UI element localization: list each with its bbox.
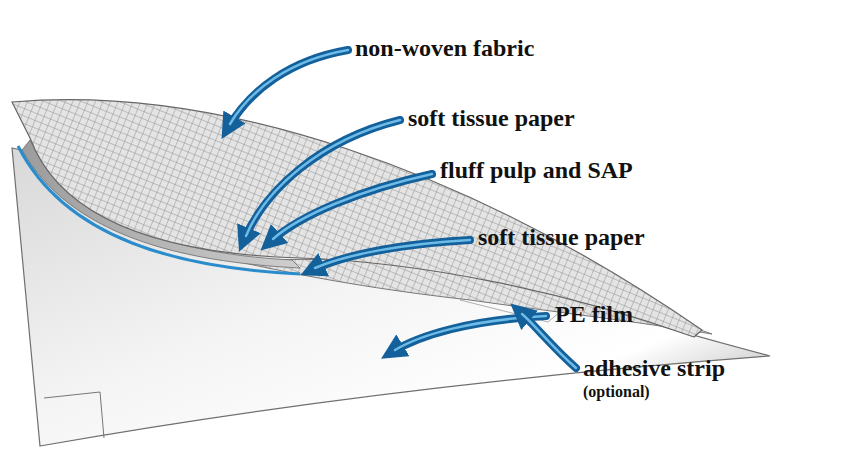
non-woven-sheet — [12, 100, 702, 337]
part-label: soft tissue paper — [408, 106, 575, 130]
note-label: (optional) — [583, 384, 650, 400]
callout-arrow-highlight — [395, 316, 546, 350]
callout-arrow — [228, 50, 348, 128]
callout-arrow-highlight — [315, 240, 470, 268]
callout-arrow-highlight — [246, 120, 400, 236]
part-label: PE film — [555, 302, 633, 326]
callout-arrow — [312, 240, 470, 270]
part-label: soft tissue paper — [478, 225, 645, 249]
callout-arrow — [392, 316, 546, 352]
part-label: non-woven fabric — [355, 36, 534, 60]
callout-arrow — [270, 174, 432, 242]
part-label: fluff pulp and SAP — [440, 158, 633, 182]
callout-arrow — [244, 120, 400, 240]
corner-mark — [44, 392, 104, 438]
callout-arrow-highlight — [273, 174, 432, 239]
callout-arrow-highlight — [230, 50, 348, 124]
part-label: adhesive strip — [583, 356, 725, 380]
